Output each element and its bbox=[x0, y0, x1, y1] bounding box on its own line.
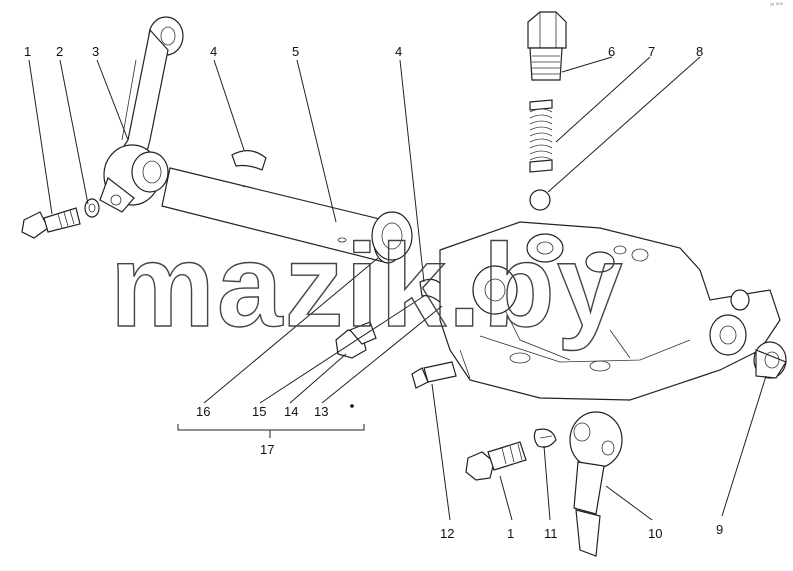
callout-6: 6 bbox=[608, 44, 615, 59]
bolt-12-part bbox=[411, 361, 457, 389]
callout-7: 7 bbox=[648, 44, 655, 59]
callout-labels: 1 2 3 4 5 4 6 7 8 16 15 14 13 17 12 1 11… bbox=[24, 44, 723, 541]
callout-10: 10 bbox=[648, 526, 662, 541]
callout-12: 12 bbox=[440, 526, 454, 541]
callout-15: 15 bbox=[252, 404, 266, 419]
callout-5: 5 bbox=[292, 44, 299, 59]
washer-part bbox=[84, 198, 100, 218]
callout-4-right: 4 bbox=[395, 44, 402, 59]
callout-3: 3 bbox=[92, 44, 99, 59]
corner-mark: ᵖᵗ ⁰⁰⁰ bbox=[770, 3, 783, 9]
callout-17: 17 bbox=[260, 442, 274, 457]
leader-lines bbox=[28, 56, 767, 521]
bolt-left-part bbox=[21, 207, 81, 239]
callout-11: 11 bbox=[544, 526, 558, 541]
callout-16: 16 bbox=[196, 404, 210, 419]
callout-1-top: 1 bbox=[24, 44, 31, 59]
key-part bbox=[231, 150, 267, 171]
plug-part bbox=[753, 341, 787, 379]
spring-part bbox=[529, 99, 553, 173]
clip-part bbox=[533, 428, 557, 448]
callout-2: 2 bbox=[56, 44, 63, 59]
callout-1-bottom: 1 bbox=[507, 526, 514, 541]
watermark-text: mazik.by bbox=[110, 220, 624, 352]
callout-8: 8 bbox=[696, 44, 703, 59]
ball-part bbox=[529, 189, 551, 211]
bolt-lower-part bbox=[465, 441, 527, 481]
lower-lever-part bbox=[569, 411, 623, 557]
callout-9: 9 bbox=[716, 522, 723, 537]
callout-13: 13 bbox=[314, 404, 328, 419]
callout-4-left: 4 bbox=[210, 44, 217, 59]
housing-part bbox=[439, 221, 781, 401]
nut-plug-part bbox=[527, 11, 567, 81]
callout-14: 14 bbox=[284, 404, 298, 419]
